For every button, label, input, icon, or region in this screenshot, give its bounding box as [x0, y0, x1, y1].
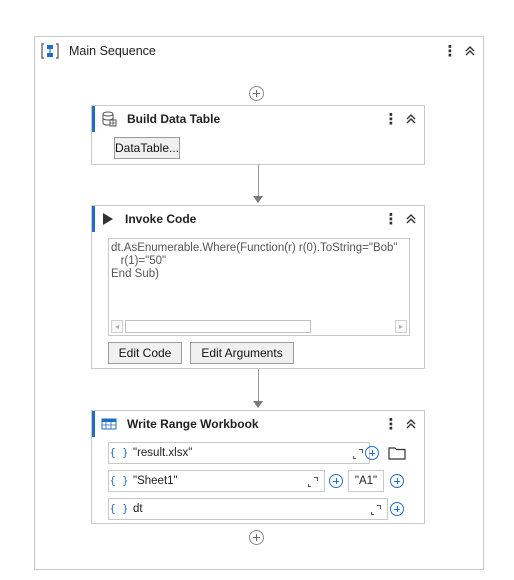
add-variable-icon[interactable]: [329, 474, 343, 488]
starting-cell-value: "A1": [354, 475, 378, 487]
main-sequence-title: Main Sequence: [69, 44, 156, 58]
build-data-table-header[interactable]: Build Data Table ⋮: [92, 106, 424, 132]
add-variable-icon[interactable]: [390, 474, 404, 488]
add-variable-icon[interactable]: [390, 502, 404, 516]
excel-write-icon: [101, 416, 117, 432]
connector-arrow-icon: [253, 401, 263, 408]
connector-line: [258, 165, 259, 197]
expression-braces-icon: { }: [109, 447, 129, 459]
build-data-table-menu-icon[interactable]: ⋮: [383, 110, 399, 128]
add-variable-icon[interactable]: [365, 446, 379, 460]
scroll-thumb[interactable]: [125, 320, 311, 333]
invoke-code-activity[interactable]: Invoke Code ⋮ dt.AsEnumerable.Where(Func…: [91, 205, 425, 369]
data-table-field[interactable]: { } dt: [108, 498, 388, 520]
main-sequence-collapse-icon[interactable]: [463, 43, 477, 59]
build-data-table-activity[interactable]: Build Data Table ⋮ DataTable...: [91, 105, 425, 165]
sheet-name-value: "Sheet1": [133, 475, 178, 487]
invoke-code-collapse-icon[interactable]: [404, 211, 418, 227]
write-range-workbook-collapse-icon[interactable]: [404, 416, 418, 432]
write-range-workbook-menu-icon[interactable]: ⋮: [383, 415, 399, 433]
connector-arrow-icon: [253, 196, 263, 203]
write-range-workbook-title: Write Range Workbook: [127, 417, 259, 431]
expression-braces-icon: { }: [109, 475, 129, 487]
scroll-left-icon[interactable]: ◂: [111, 320, 123, 333]
folder-icon[interactable]: [388, 446, 406, 460]
expand-editor-icon[interactable]: [371, 505, 381, 515]
data-table-icon: [101, 111, 117, 127]
main-sequence-menu-icon[interactable]: ⋮: [442, 42, 458, 60]
connector-line: [258, 369, 259, 402]
code-editor[interactable]: dt.AsEnumerable.Where(Function(r) r(0).T…: [108, 238, 410, 336]
expand-editor-icon[interactable]: [353, 449, 363, 459]
edit-code-button[interactable]: Edit Code: [108, 342, 182, 364]
build-data-table-title: Build Data Table: [127, 112, 221, 126]
code-text: dt.AsEnumerable.Where(Function(r) r(0).T…: [111, 242, 398, 280]
invoke-code-header[interactable]: Invoke Code ⋮: [92, 206, 424, 232]
expression-braces-icon: { }: [109, 503, 129, 515]
starting-cell-field[interactable]: "A1": [348, 470, 384, 492]
sequence-icon: [41, 43, 59, 59]
sheet-name-field[interactable]: { } "Sheet1": [108, 470, 325, 492]
main-sequence-header[interactable]: Main Sequence ⋮: [35, 37, 483, 65]
invoke-code-title: Invoke Code: [125, 212, 197, 226]
workbook-path-field[interactable]: { } "result.xlsx": [108, 442, 370, 464]
expand-editor-icon[interactable]: [308, 477, 318, 487]
play-icon: [101, 211, 115, 227]
write-range-workbook-header[interactable]: Write Range Workbook ⋮: [92, 411, 424, 437]
horizontal-scrollbar[interactable]: ◂ ▸: [111, 320, 407, 333]
workbook-path-value: "result.xlsx": [133, 447, 193, 459]
add-activity-bottom-icon[interactable]: [249, 530, 264, 545]
write-range-workbook-activity[interactable]: Write Range Workbook ⋮ { } "result.xlsx"…: [91, 410, 425, 524]
build-data-table-collapse-icon[interactable]: [404, 111, 418, 127]
scroll-right-icon[interactable]: ▸: [395, 320, 407, 333]
add-activity-top-icon[interactable]: [249, 86, 264, 101]
datatable-button[interactable]: DataTable...: [114, 137, 180, 159]
data-table-value: dt: [133, 503, 143, 515]
invoke-code-menu-icon[interactable]: ⋮: [383, 210, 399, 228]
edit-arguments-button[interactable]: Edit Arguments: [190, 342, 294, 364]
